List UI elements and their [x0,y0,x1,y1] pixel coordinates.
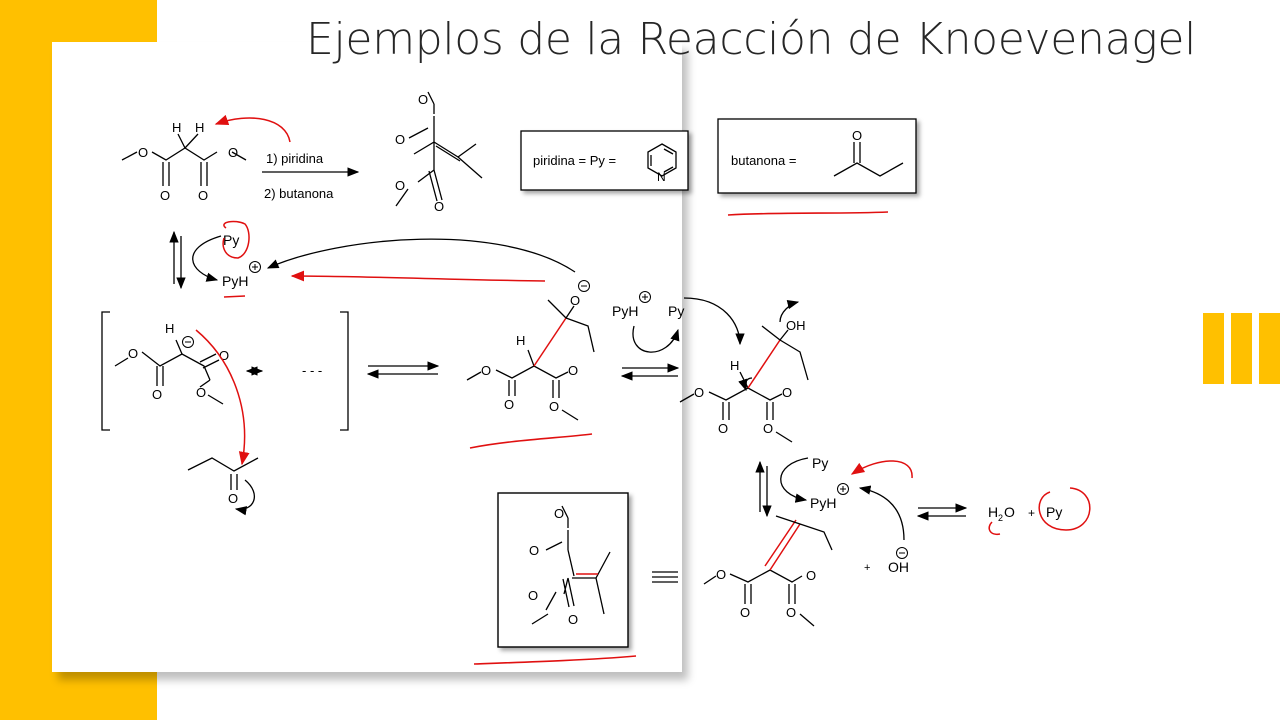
alcohol-intermediate: O O O O H OH [679,300,809,443]
deco-bar-3 [1259,313,1280,384]
svg-text:- - -: - - - [302,363,322,378]
water-and-py: H 2 O + Py [916,487,1091,536]
svg-text:O: O [1004,504,1015,520]
svg-text:+: + [864,562,870,574]
svg-text:O: O [528,588,538,603]
legend-butanona: butanona = O [717,118,917,216]
circle-py-product [1038,487,1091,531]
svg-text:O: O [160,188,170,203]
equilibrium-arrows-middle [366,361,680,381]
svg-text:O: O [481,363,491,378]
legend-piridina: piridina = Py = N [520,130,689,191]
equilibrium-py-left: Py PyH [169,220,261,298]
svg-text:O: O [549,399,559,414]
svg-text:Py: Py [1046,504,1062,520]
svg-text:O: O [128,346,138,361]
svg-text:Py: Py [812,455,828,471]
underline-boxed-product [473,655,637,665]
svg-text:O: O [554,506,564,521]
product-top: O O O O [395,91,483,214]
svg-text:H: H [195,120,204,135]
svg-text:O: O [198,188,208,203]
svg-text:2: 2 [998,513,1003,523]
svg-text:O: O [228,491,238,506]
deco-bar-2 [1231,313,1252,384]
svg-text:H: H [165,321,174,336]
new-cc-bond-2 [747,339,781,389]
svg-text:O: O [786,605,796,620]
svg-text:O: O [763,421,773,436]
alkoxide-intermediate: O O O O H O [466,280,595,449]
svg-text:OH: OH [786,318,806,333]
svg-text:Py: Py [223,232,239,248]
svg-text:H: H [172,120,181,135]
long-curved-arrow [266,238,576,273]
svg-text:O: O [570,293,580,308]
svg-text:O: O [504,397,514,412]
enolate-resonance: O O O O H - - - [101,311,349,466]
svg-text:O: O [434,199,444,214]
svg-text:+: + [1028,506,1035,520]
circle-py [222,220,250,259]
svg-text:PyH: PyH [222,273,248,289]
underline-butanona [727,211,889,216]
underline-pyh [223,295,246,298]
deprotonation-curved-arrow [214,114,291,143]
equivalence-sign [652,571,678,583]
svg-text:O: O [718,421,728,436]
svg-text:O: O [806,568,816,583]
svg-text:O: O [852,128,862,143]
svg-text:O: O [152,387,162,402]
condition-step-2: 2) butanona [264,186,334,201]
pyridine-ring [647,143,677,177]
svg-text:O: O [138,145,148,160]
svg-text:O: O [740,605,750,620]
mark-h2o [988,521,1001,536]
boxed-product: O O O O [473,492,637,665]
svg-text:OH: OH [888,559,909,575]
dimethyl-malonate: O O O O H H [121,114,291,203]
butanona-definition: butanona = [731,153,796,168]
new-cc-double-bond [764,519,801,571]
svg-text:O: O [228,145,238,160]
svg-text:O: O [782,385,792,400]
nucleophilic-attack-arrow [195,329,250,466]
proton-transfer: PyH Py [612,291,745,353]
final-product: O O O O [703,515,833,627]
svg-text:O: O [716,567,726,582]
svg-text:O: O [694,385,704,400]
deco-bar-1 [1203,313,1224,384]
butanone-electrophile: O [187,457,259,516]
condition-step-1: 1) piridina [266,151,324,166]
equilibrium-py-right: Py PyH + OH [755,455,913,575]
svg-text:PyH: PyH [810,495,836,511]
slide-title: Ejemplos de la Reacción de Knoevenagel [306,14,1197,65]
svg-text:O: O [395,178,405,193]
svg-text:O: O [196,385,206,400]
piridina-definition: piridina = Py = [533,153,616,168]
svg-text:PyH: PyH [612,303,638,319]
reaction-conditions: 1) piridina 2) butanona [262,151,360,201]
svg-text:O: O [418,92,428,107]
svg-text:H: H [988,504,998,520]
svg-text:N: N [657,170,666,184]
svg-text:Py: Py [668,303,684,319]
svg-text:O: O [568,612,578,627]
svg-text:O: O [568,363,578,378]
new-cc-bond [533,317,567,367]
svg-text:H: H [516,333,525,348]
svg-text:O: O [395,132,405,147]
svg-text:H: H [730,358,739,373]
underline-alkoxide [469,433,593,449]
svg-text:O: O [219,348,229,363]
red-arrow-to-pyh [290,270,546,282]
svg-text:O: O [529,543,539,558]
